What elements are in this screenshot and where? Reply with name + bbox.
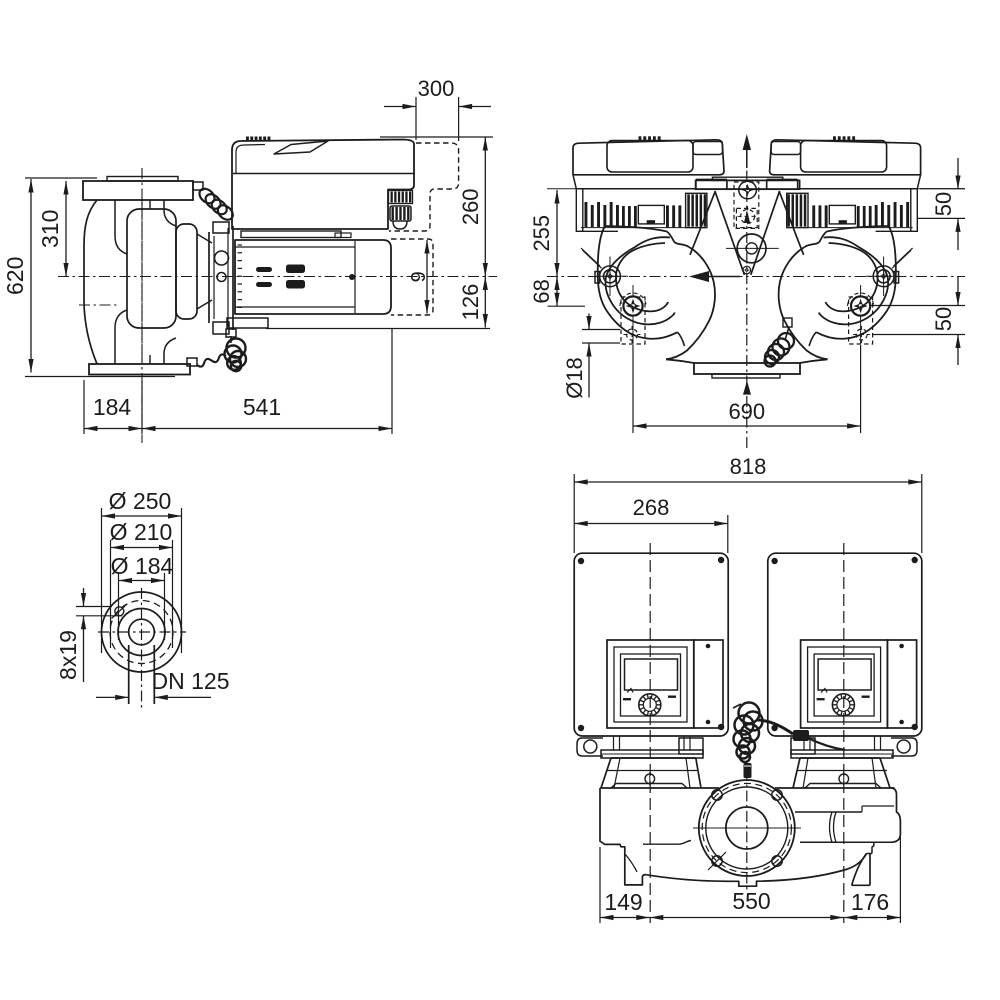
svg-text:Ø 184: Ø 184 xyxy=(111,553,174,579)
svg-text:550: 550 xyxy=(732,888,770,914)
svg-text:255: 255 xyxy=(529,215,554,252)
svg-text:9: 9 xyxy=(408,271,430,282)
svg-text:176: 176 xyxy=(851,889,889,915)
svg-text:Ø18: Ø18 xyxy=(562,357,587,399)
svg-text:690: 690 xyxy=(728,399,765,424)
svg-text:126: 126 xyxy=(458,284,483,321)
svg-text:268: 268 xyxy=(633,495,670,520)
svg-text:818: 818 xyxy=(730,454,767,479)
svg-text:50: 50 xyxy=(931,192,956,216)
svg-text:50: 50 xyxy=(931,307,956,331)
svg-text:541: 541 xyxy=(243,394,281,420)
svg-text:Ø 210: Ø 210 xyxy=(110,519,173,545)
svg-text:184: 184 xyxy=(93,394,132,420)
svg-text:310: 310 xyxy=(37,210,63,248)
svg-text:Ø 250: Ø 250 xyxy=(109,488,172,514)
svg-text:8x19: 8x19 xyxy=(55,630,81,680)
svg-text:149: 149 xyxy=(604,889,642,915)
svg-text:68: 68 xyxy=(529,279,554,303)
svg-text:620: 620 xyxy=(2,257,28,295)
svg-text:300: 300 xyxy=(418,76,455,101)
svg-text:260: 260 xyxy=(458,188,483,225)
svg-text:DN 125: DN 125 xyxy=(152,668,230,694)
